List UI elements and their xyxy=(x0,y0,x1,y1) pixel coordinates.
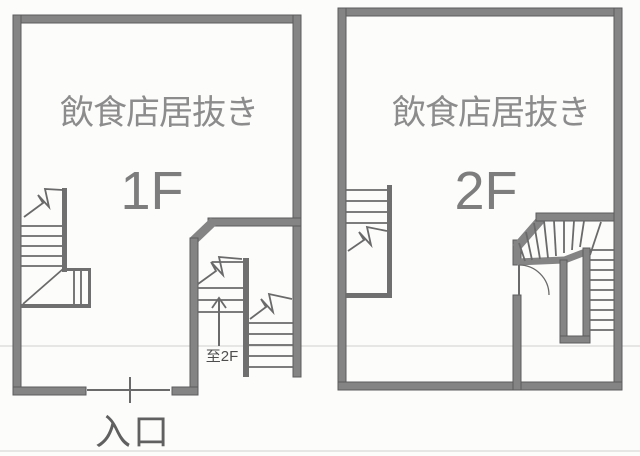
stair-break-line xyxy=(249,292,293,320)
floor-plan-1f: 至2F 飲食店居抜き 1F 入口 xyxy=(12,14,302,452)
walls-1f xyxy=(12,14,302,396)
scan-artifact-lines xyxy=(0,345,640,452)
stair-treads-stub xyxy=(73,271,82,304)
stair-break-line xyxy=(347,225,388,252)
entrance-label: 入口 xyxy=(95,411,171,452)
stair-treads-upper xyxy=(198,261,243,313)
stair-break-line xyxy=(197,255,243,285)
staircase-2f-left xyxy=(346,185,392,298)
stair-break-line xyxy=(23,188,64,218)
walls-2f xyxy=(337,7,623,391)
floor-label-2f: 2F xyxy=(454,161,517,221)
staircase-2f-right xyxy=(512,212,615,391)
staircase-1f-stairwell: 至2F xyxy=(197,255,293,377)
staircase-1f-left xyxy=(21,188,91,308)
winder-treads xyxy=(518,220,602,262)
stair-treads-lower xyxy=(249,322,293,368)
usage-label-2f: 飲食店居抜き xyxy=(392,94,590,132)
usage-label-1f: 飲食店居抜き xyxy=(60,94,258,132)
stair-treads xyxy=(21,225,62,267)
stair-treads xyxy=(346,189,387,224)
stairwell-door-symbol xyxy=(518,264,550,296)
winder-diagonal xyxy=(22,268,64,305)
floor-plan-2f: 飲食店居抜き 2F xyxy=(337,7,623,391)
stair-treads-right-run xyxy=(590,249,614,331)
entrance-door-symbol xyxy=(87,377,170,403)
to-2f-label: 至2F xyxy=(206,348,239,365)
up-arrow xyxy=(211,296,227,346)
floor-label-1f: 1F xyxy=(120,161,183,221)
